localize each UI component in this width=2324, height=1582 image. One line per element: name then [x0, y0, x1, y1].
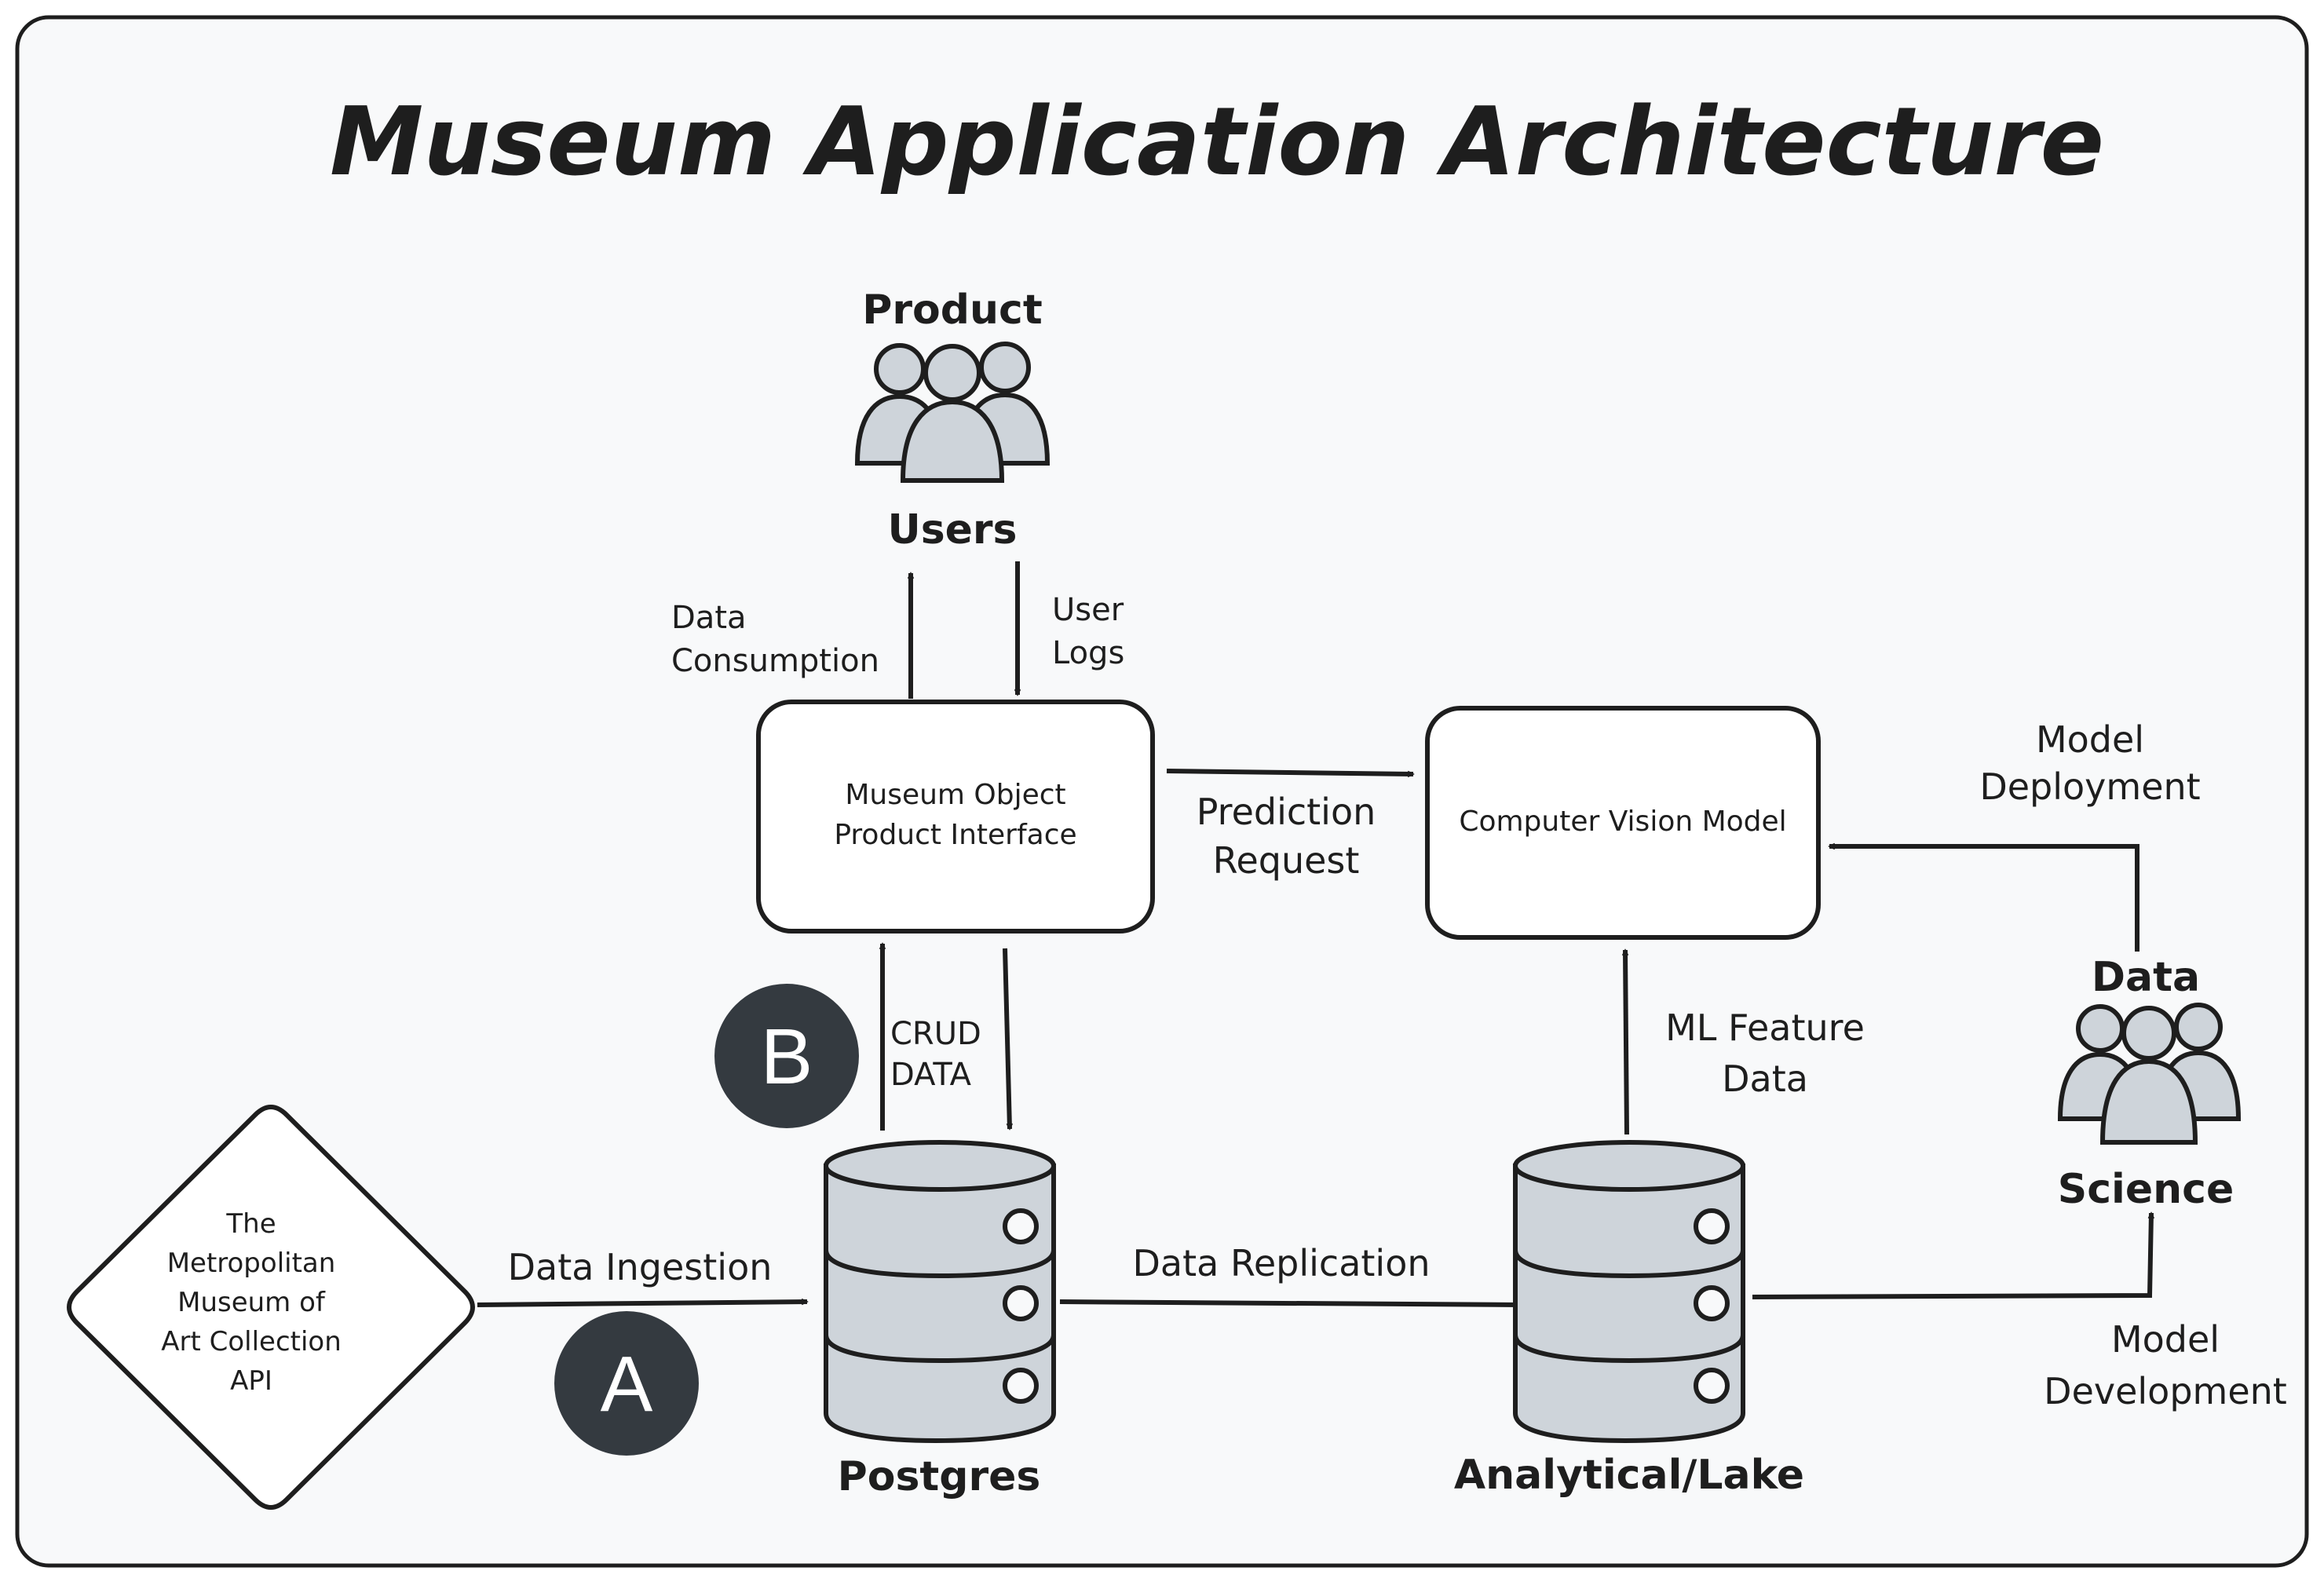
lake-database-icon: [1513, 1140, 1745, 1444]
product-interface-node: Museum Object Product Interface: [756, 700, 1155, 933]
model-development-label-2: Development: [2044, 1370, 2287, 1412]
product-interface-label-1: Museum Object: [845, 779, 1065, 811]
users-icon: [854, 342, 1051, 483]
data-science-group: Data Science: [2057, 954, 2242, 1213]
met-api-node: The Metropolitan Museum of Art Collectio…: [67, 1105, 475, 1510]
data-replication-label: Data Replication: [1132, 1242, 1430, 1284]
model-deployment-label-2: Deployment: [1979, 765, 2200, 808]
lake-label: Analytical/Lake: [1454, 1452, 1804, 1499]
data-consumption-label-2: Consumption: [671, 643, 879, 679]
crud-data-label-1: CRUD: [890, 1016, 981, 1052]
ml-feature-data-label-1: ML Feature: [1665, 1007, 1865, 1049]
model-development-arrow: [1752, 1213, 2151, 1299]
postgres-label: Postgres: [838, 1453, 1041, 1500]
cv-model-node: Computer Vision Model: [1425, 706, 1821, 940]
badge-b: B: [714, 984, 859, 1128]
crud-down-arrow: [1003, 948, 1010, 1129]
diagram-title: Museum Application Architecture: [330, 88, 2104, 197]
model-deployment-arrow: [1829, 846, 2139, 952]
met-api-label-1: The: [225, 1208, 276, 1240]
met-api-label-3: Museum of: [177, 1287, 326, 1318]
badge-b-label: B: [761, 1013, 813, 1101]
product-users-group: Product Users: [854, 287, 1051, 554]
data-science-icon: [2057, 1003, 2242, 1145]
met-api-label-4: Art Collection: [161, 1326, 342, 1357]
ml-feature-data-label-2: Data: [1722, 1058, 1808, 1100]
prediction-request-label-2: Request: [1213, 839, 1360, 882]
model-development-label-1: Model: [2111, 1318, 2220, 1361]
model-deployment-label-1: Model: [2036, 718, 2144, 761]
user-logs-label-1: User: [1052, 592, 1124, 628]
product-users-label-bottom: Users: [887, 506, 1017, 554]
cv-model-label: Computer Vision Model: [1459, 806, 1786, 838]
met-api-label-2: Metropolitan: [167, 1248, 336, 1279]
product-users-label-top: Product: [862, 287, 1042, 334]
crud-data-label-2: DATA: [890, 1057, 972, 1093]
postgres-database-icon: [824, 1140, 1056, 1444]
prediction-request-label-1: Prediction: [1197, 791, 1376, 833]
data-replication-arrow: [1059, 1299, 1519, 1305]
data-consumption-label-1: Data: [671, 600, 747, 636]
product-interface-label-2: Product Interface: [834, 819, 1076, 851]
met-api-label-5: API: [230, 1365, 272, 1397]
data-ingestion-arrow: [477, 1302, 807, 1307]
badge-a: A: [554, 1311, 699, 1456]
prediction-request-arrow: [1166, 769, 1413, 774]
data-science-label-bottom: Science: [2058, 1166, 2234, 1213]
data-science-label-top: Data: [2092, 954, 2200, 1001]
user-logs-label-2: Logs: [1052, 635, 1124, 671]
ml-feature-data-arrow: [1625, 950, 1629, 1135]
badge-a-label: A: [601, 1340, 653, 1428]
data-ingestion-label: Data Ingestion: [508, 1246, 773, 1288]
